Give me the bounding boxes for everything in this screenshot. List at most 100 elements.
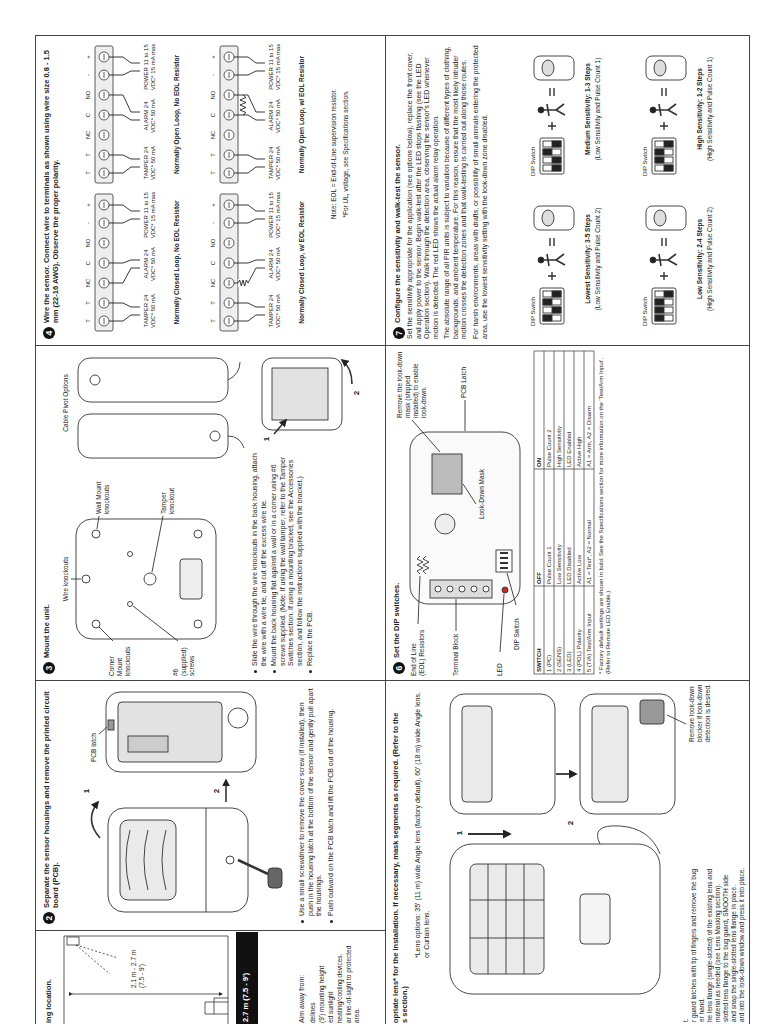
wiring-diagram-part (109, 315, 140, 321)
table-cell: 3 (LED) (566, 588, 573, 672)
sensitivity-figure-part (538, 257, 544, 263)
callout-label: Wire knockouts (62, 544, 70, 614)
terminal-name: - (85, 214, 92, 232)
sensitivity-figure-part (544, 254, 565, 266)
sensitivity-figure-part (655, 149, 664, 155)
wiring-diagram-part (99, 298, 109, 308)
sensitivity-figure-part (656, 104, 677, 116)
wiring-diagram-part (229, 152, 230, 158)
signal-name: POWER 11 to 15 VDC* 15 mA max (268, 43, 283, 91)
table-cell: Pulse Count 1 (546, 471, 553, 584)
wiring-diagram-part (234, 57, 265, 63)
signal-name: POWER 11 to 15 VDC* 15 mA max (143, 191, 158, 239)
sensitivity-figure (534, 206, 574, 324)
room-illustration-part (76, 945, 118, 974)
wiring-diagram (220, 46, 265, 183)
sensitivity-figure-part (655, 141, 673, 147)
terminal-name: + (85, 196, 92, 214)
lens-illustration-part (462, 706, 492, 802)
callout-label: PCB latch (90, 702, 98, 762)
sensitivity-figure-part (543, 315, 552, 321)
instruction-text: Push outward on the PCB latch and lift t… (327, 688, 336, 916)
table-grid-part (584, 351, 585, 674)
wiring-diagram-part (224, 218, 234, 228)
terminal-name: T (85, 146, 92, 164)
callout-number: 2 (352, 388, 362, 398)
housing-illustration-part (108, 808, 248, 912)
wiring-diagram-part (109, 115, 140, 120)
callout-number: 1 (455, 828, 465, 838)
wiring-diagram-part (99, 278, 109, 288)
wiring-diagram-part (229, 280, 230, 286)
table-cell: 2 (SENS) (556, 588, 563, 672)
terminal-name: NC (85, 126, 92, 144)
wiring-diagram-part (238, 279, 248, 287)
back-housing-part (92, 620, 100, 628)
sensitivity-figure (646, 206, 686, 324)
wiring-diagram-part (238, 280, 248, 286)
replace-pcb-illustration-part (262, 358, 342, 430)
instruction-text: Mount the back housing flat against a wa… (270, 451, 304, 666)
instruction-text: ard into the look-down window and press … (738, 752, 746, 1022)
sensitivity-figure-part (655, 149, 673, 155)
step-panel: 7Configure the sensitivity and walk-test… (385, 35, 750, 345)
terminal-name: C (85, 254, 92, 272)
pcb-illustration-part (496, 550, 512, 572)
sensitivity-figure-part (652, 288, 676, 324)
wiring-diagram-part (229, 260, 230, 266)
lens-illustration-part (640, 700, 664, 724)
sensitivity-figure-part (652, 138, 676, 174)
table-cell: LED Enabled (566, 353, 573, 467)
wiring-diagram-part (104, 132, 105, 138)
instruction-text: ar line-of-sight to protected area. (345, 933, 361, 1023)
wiring-diagram-part (224, 168, 234, 178)
signal-name: ALARM 24 VDC* 50 mA (268, 242, 283, 286)
sensitivity-figure-part (552, 141, 561, 147)
back-housing-part (128, 552, 133, 557)
wiring-diagram-part (99, 238, 109, 248)
wiring-diagram-part (104, 240, 105, 246)
wiring-diagram-part (224, 298, 234, 308)
wiring-diagram-part (104, 112, 105, 118)
setting-caption: (High Sensitivity and Pulse Count 2) (706, 188, 714, 330)
wiring-diagram-part (229, 72, 230, 78)
step-heading: s section.) (400, 963, 409, 1023)
wiring-diagram-part (224, 278, 234, 288)
sensitivity-figure-part (552, 165, 561, 171)
lens-illustration-part (580, 894, 610, 944)
step-panel: 6Set the DIP switches. (385, 345, 750, 680)
pcb-illustration-part (430, 580, 492, 598)
step-heading: ing location. (44, 933, 53, 1023)
wiring-diagram-part (99, 90, 109, 100)
terminal-name: NO (210, 86, 217, 104)
wiring-diagram-part (104, 170, 105, 176)
housing-illustration-part (108, 720, 114, 730)
table-grid-part (564, 351, 565, 674)
part-name: DIP Switch (530, 126, 537, 176)
setting-caption: (High Sensitivity and Pulse Count 1) (706, 38, 714, 180)
wiring-diagram-part (229, 202, 230, 208)
table-cell: 5 (T/A) Test/Arm Input (586, 588, 593, 672)
pcb-illustration-part (410, 432, 520, 604)
back-housing-part (71, 516, 178, 641)
lens-illustration-part (470, 864, 544, 974)
instruction-text: Set the sensitivity appropriate for the … (406, 41, 440, 339)
wiring-diagram-part (229, 318, 230, 324)
sensitivity-figure-part (548, 272, 556, 280)
step-panel: opriate lens* for the installation. If n… (385, 680, 750, 1024)
wiring-diagram-part (109, 95, 140, 112)
sensitivity-figure-part (540, 288, 564, 324)
wiring-diagram-part (240, 95, 246, 115)
terminal-name: T (85, 312, 92, 330)
callout-label: DIP Switch (513, 606, 521, 650)
wiring-diagram-part (229, 300, 230, 306)
wiring-diagram-part (229, 220, 230, 226)
note-text: *For UL, voltage, see Specifications sec… (342, 44, 350, 264)
sensitivity-figure-part (542, 60, 554, 76)
instruction-text: t. (682, 752, 690, 1022)
callout-label: Wall Mount knockouts (95, 468, 111, 514)
housing-illustration-part (228, 708, 248, 728)
note-text: Note: EOL = End-of-Line supervision resi… (330, 44, 338, 264)
part-name: DIP Switch (642, 276, 649, 326)
sensitivity-figure-part (660, 122, 668, 130)
